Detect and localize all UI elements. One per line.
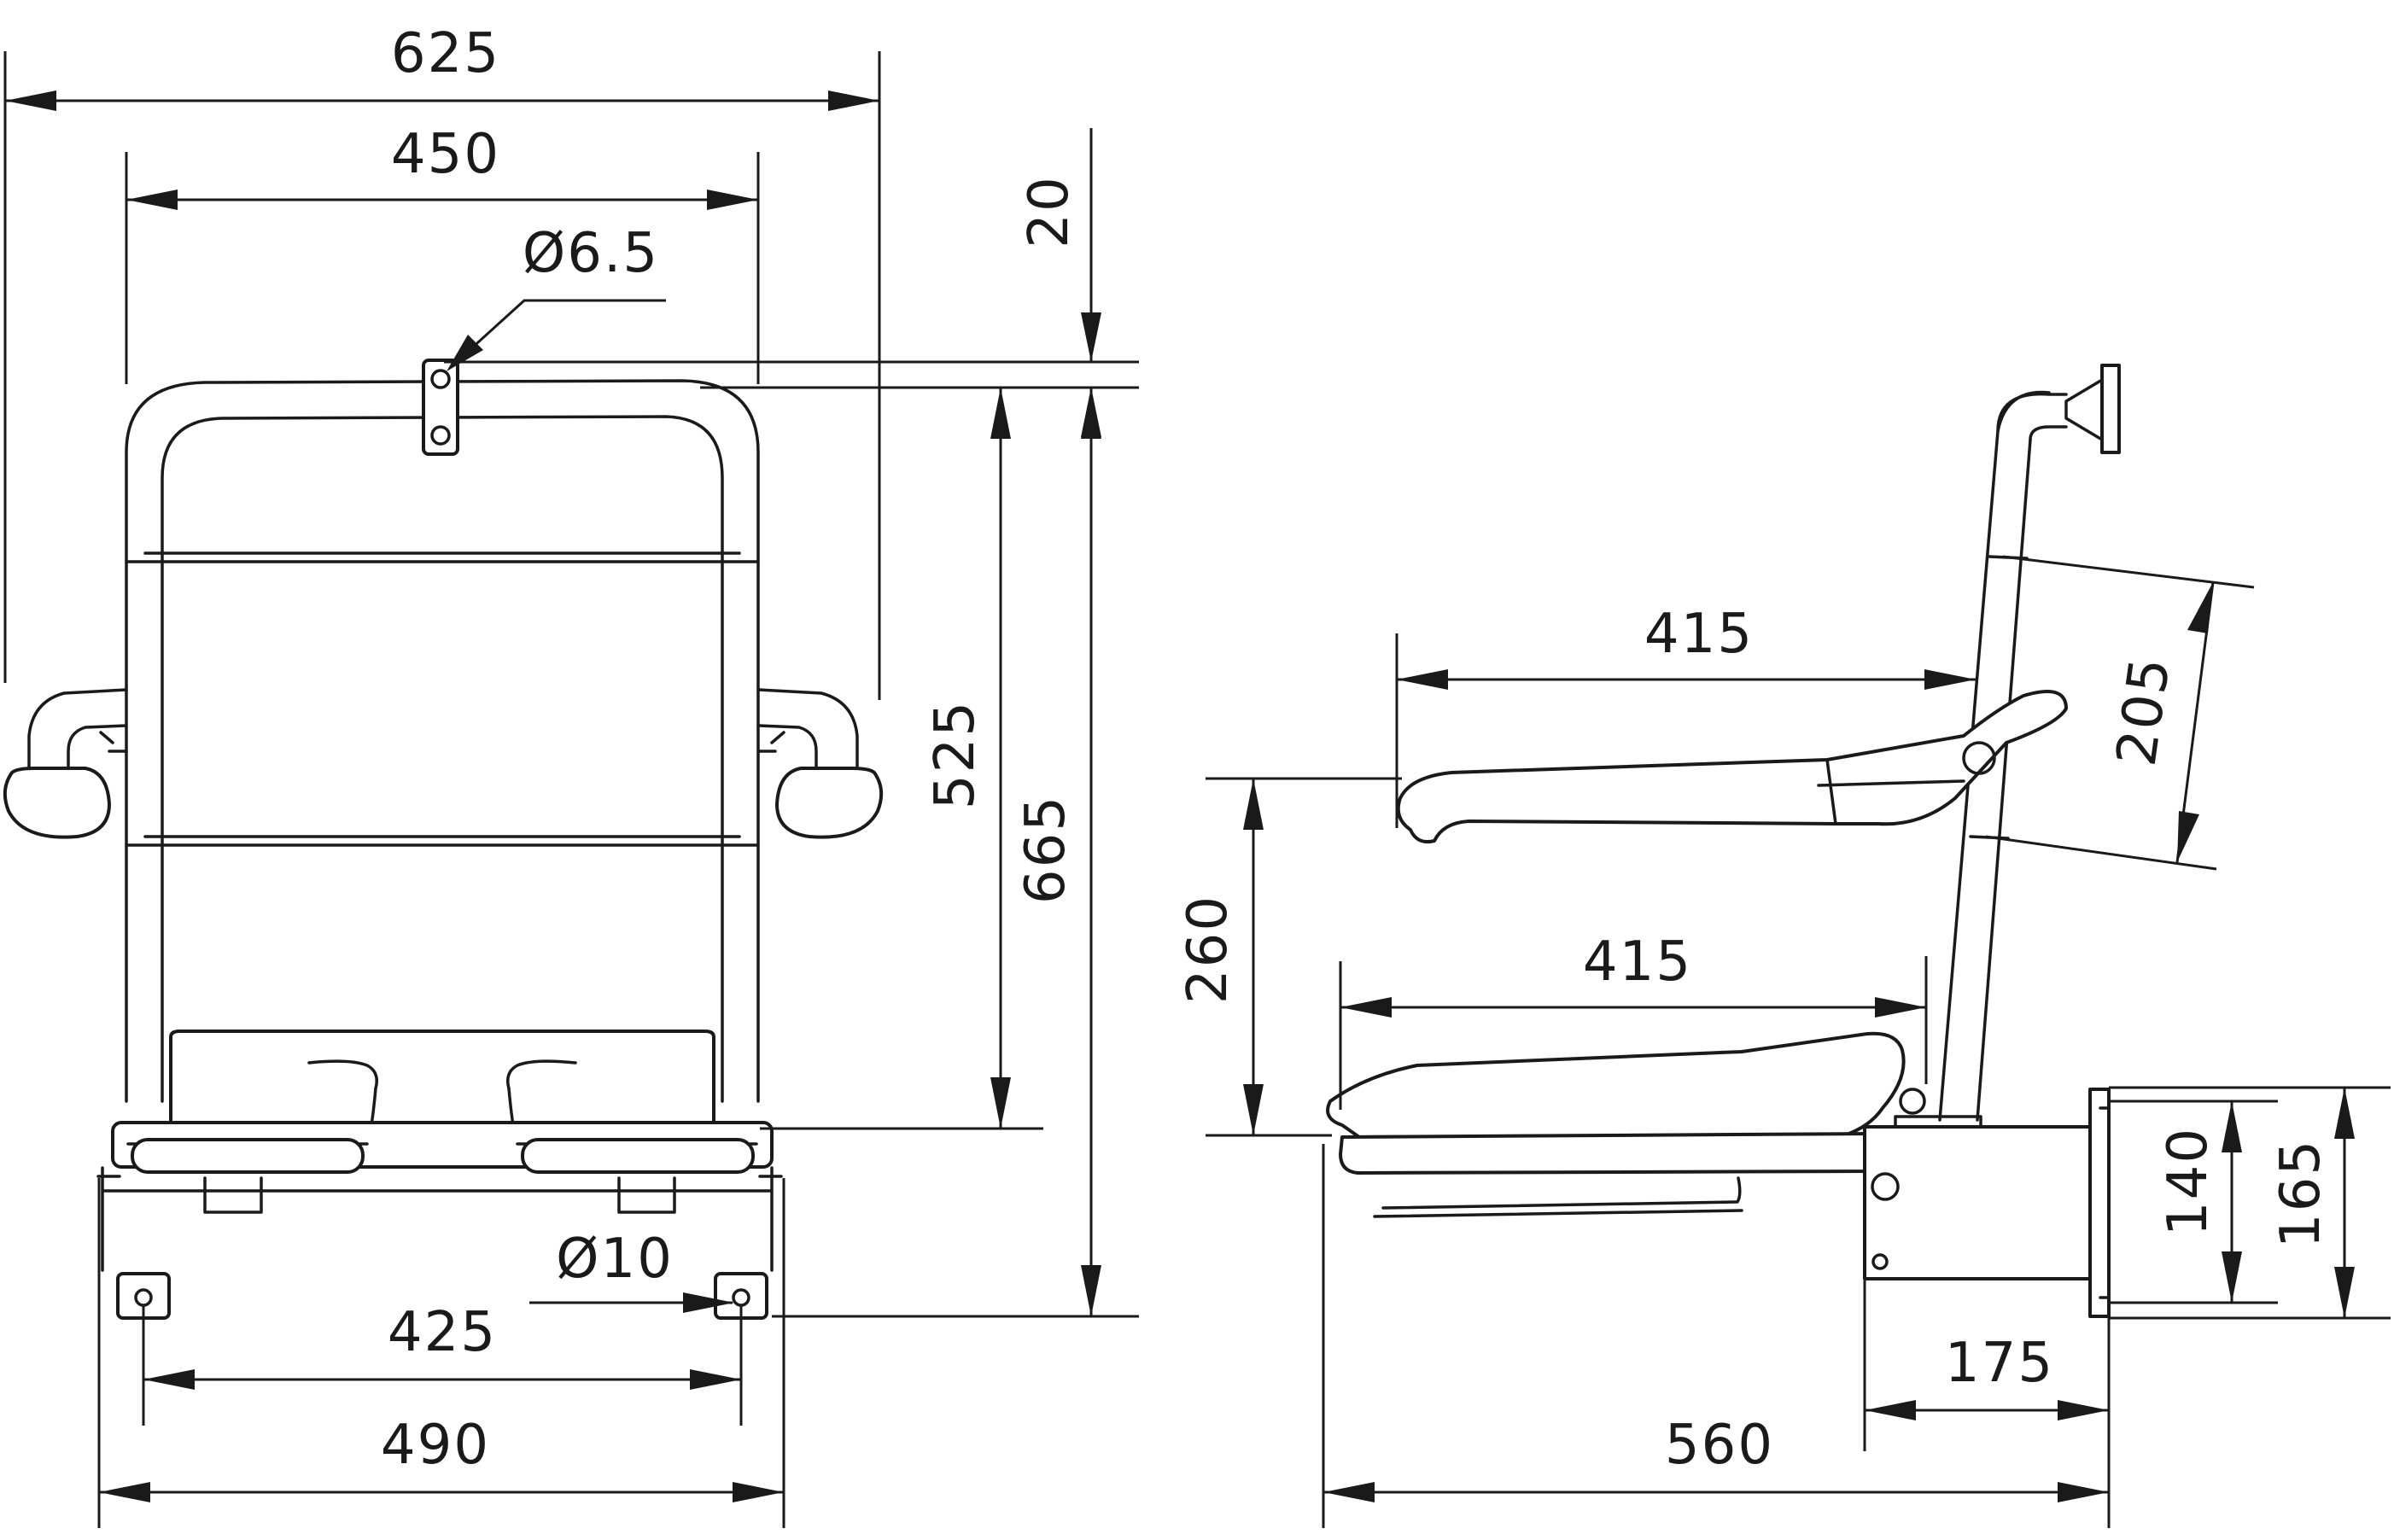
ext-205-bottom — [1985, 835, 2217, 871]
arrow — [707, 190, 758, 210]
bracket-top — [1894, 1115, 1982, 1129]
seat-side — [1326, 1031, 1906, 1139]
side-view: 415 205 260 415 140 165 — [1177, 364, 2391, 1528]
backrest-frame-inner — [161, 415, 724, 1103]
arrow — [990, 1077, 1011, 1129]
armrest-left-pad — [3, 767, 111, 839]
mount-hole-top — [430, 369, 451, 389]
mount-hole-bottom — [430, 425, 451, 446]
arrow — [2058, 1482, 2109, 1502]
bracket-screw — [1871, 1253, 1889, 1270]
wall-plate-bottom — [2088, 1088, 2111, 1318]
armrest-right-pad — [775, 767, 884, 839]
armrest-right — [756, 688, 859, 774]
arrow — [1924, 669, 1976, 690]
armrest-left-hinge — [99, 731, 128, 753]
arrow — [1865, 1400, 1916, 1420]
front-view: 625 450 Ø6.5 20 525 665 Ø10 — [3, 22, 1139, 1528]
arrow — [1081, 388, 1101, 439]
back-tube-upper — [1996, 392, 2068, 441]
armrest-pivot — [1962, 741, 1996, 775]
dim-label-415b: 415 — [1583, 930, 1692, 994]
arrow — [2334, 1088, 2355, 1139]
dim-label-560: 560 — [1665, 1414, 1774, 1477]
leader-6-5 — [449, 299, 666, 369]
arrow — [1081, 1265, 1101, 1316]
foot-hole-left — [134, 1288, 153, 1307]
seat-cutout-left — [307, 1059, 378, 1090]
arrow — [1081, 312, 1101, 362]
dim-label-10: Ø10 — [556, 1228, 674, 1291]
seat-bottom — [1339, 1132, 1878, 1175]
mount-plate — [422, 359, 459, 456]
arrow — [1397, 669, 1448, 690]
dim-label-6-5: Ø6.5 — [523, 222, 659, 285]
foot-hole-right — [732, 1288, 750, 1307]
backrest-frame-outer — [125, 379, 760, 1103]
arrow — [1243, 1084, 1264, 1135]
arrow — [690, 1369, 741, 1390]
dim-label-175: 175 — [1945, 1332, 2054, 1395]
arrow — [2058, 1400, 2109, 1420]
base-feet-brackets — [203, 1176, 676, 1214]
dim-label-625: 625 — [391, 22, 500, 85]
seat-pad-right — [521, 1138, 755, 1174]
arrow — [1243, 779, 1264, 830]
arrow — [2334, 1267, 2355, 1318]
armrest-side-detail — [1817, 758, 1965, 825]
dim-label-665: 665 — [1014, 795, 1077, 904]
wall-plate-top-flange — [2064, 378, 2104, 441]
arrow — [143, 1369, 195, 1390]
wall-plate-top — [2100, 364, 2121, 454]
dim-label-525: 525 — [924, 700, 987, 809]
seat-block — [169, 1030, 715, 1141]
arrow — [683, 1292, 734, 1313]
dim-label-140: 140 — [2157, 1127, 2220, 1236]
arrow — [2187, 582, 2213, 633]
arrow — [2222, 1101, 2242, 1152]
arrow — [447, 335, 483, 371]
armrest-right-hinge — [756, 731, 785, 753]
arrow — [126, 190, 178, 210]
dim-label-425: 425 — [388, 1301, 497, 1364]
arrow — [990, 388, 1011, 439]
base-frame — [101, 1166, 774, 1272]
arrow — [828, 90, 879, 111]
seat-cutout-right — [506, 1059, 577, 1090]
arrow — [733, 1482, 784, 1502]
dim-label-490: 490 — [381, 1414, 490, 1477]
arrow — [5, 90, 56, 111]
dim-label-205: 205 — [2105, 652, 2183, 769]
arrow — [2177, 811, 2199, 862]
dim-label-260: 260 — [1177, 895, 1240, 1004]
armrest-left — [27, 688, 128, 774]
arrow — [1323, 1482, 1375, 1502]
arrow — [99, 1482, 150, 1502]
dim-label-165: 165 — [2269, 1139, 2333, 1248]
seat-pivot — [1899, 1088, 1926, 1115]
ext-205-top — [2002, 555, 2255, 589]
arrow — [1875, 997, 1926, 1018]
arrow — [1340, 997, 1392, 1018]
armrest-side — [1396, 690, 2068, 844]
dim-label-20: 20 — [1018, 175, 1081, 248]
seat-bracket — [1863, 1125, 2102, 1280]
dim-label-415a: 415 — [1644, 603, 1754, 666]
seat-pad-left — [131, 1138, 365, 1174]
dim-label-450: 450 — [391, 123, 500, 186]
seat-lever — [1373, 1176, 1743, 1218]
arrow — [2222, 1251, 2242, 1303]
bracket-knob — [1871, 1172, 1900, 1201]
